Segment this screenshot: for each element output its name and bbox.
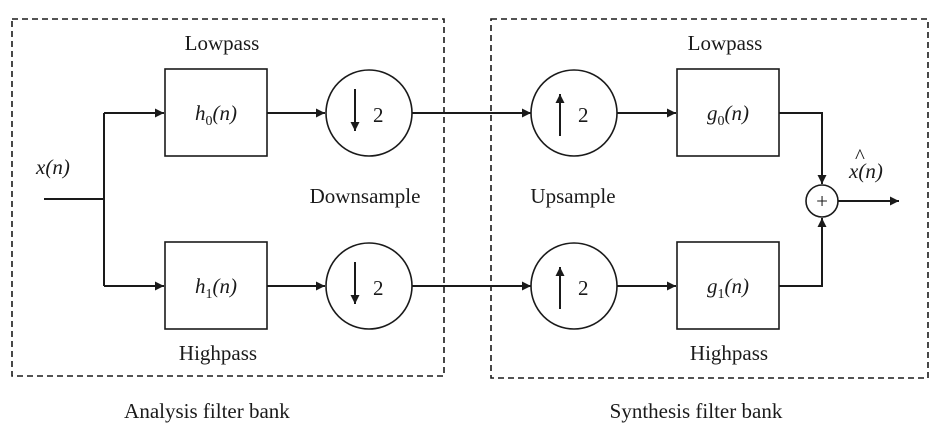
output-signal-label: x(n) xyxy=(848,159,883,183)
g0-filter-box xyxy=(676,68,780,157)
upsample-factor-bottom: 2 xyxy=(578,276,589,300)
downsample-factor-top: 2 xyxy=(373,103,384,127)
upsampler-top xyxy=(530,69,618,157)
downsampler-bottom xyxy=(325,242,413,330)
analysis-bank-border xyxy=(11,18,445,377)
synthesis-lowpass-label: Lowpass xyxy=(688,31,763,55)
downsample-label: Downsample xyxy=(310,184,421,208)
downsampler-top xyxy=(325,69,413,157)
input-signal-label: x(n) xyxy=(35,155,70,179)
analysis-lowpass-label: Lowpass xyxy=(185,31,260,55)
wire-g1-to-adder xyxy=(779,218,827,287)
output-hat-mark: ^ xyxy=(855,144,865,168)
g0-filter-label: g0(n) xyxy=(707,101,749,129)
downsample-factor-bottom: 2 xyxy=(373,276,384,300)
h0-filter-label: h0(n) xyxy=(195,101,237,129)
h1-filter-label: h1(n) xyxy=(195,274,237,302)
synthesis-bank-border xyxy=(490,18,929,379)
synthesis-highpass-label: Highpass xyxy=(690,341,768,365)
h0-filter-box xyxy=(164,68,268,157)
adder-plus-icon: + xyxy=(816,189,828,213)
upsample-label: Upsample xyxy=(530,184,615,208)
wire-g0-to-adder xyxy=(779,112,827,184)
upsampler-bottom xyxy=(530,242,618,330)
g1-filter-label: g1(n) xyxy=(707,274,749,302)
g1-filter-box xyxy=(676,241,780,330)
upsample-factor-top: 2 xyxy=(578,103,589,127)
analysis-highpass-label: Highpass xyxy=(179,341,257,365)
analysis-caption: Analysis filter bank xyxy=(124,399,290,423)
synthesis-caption: Synthesis filter bank xyxy=(610,399,783,423)
